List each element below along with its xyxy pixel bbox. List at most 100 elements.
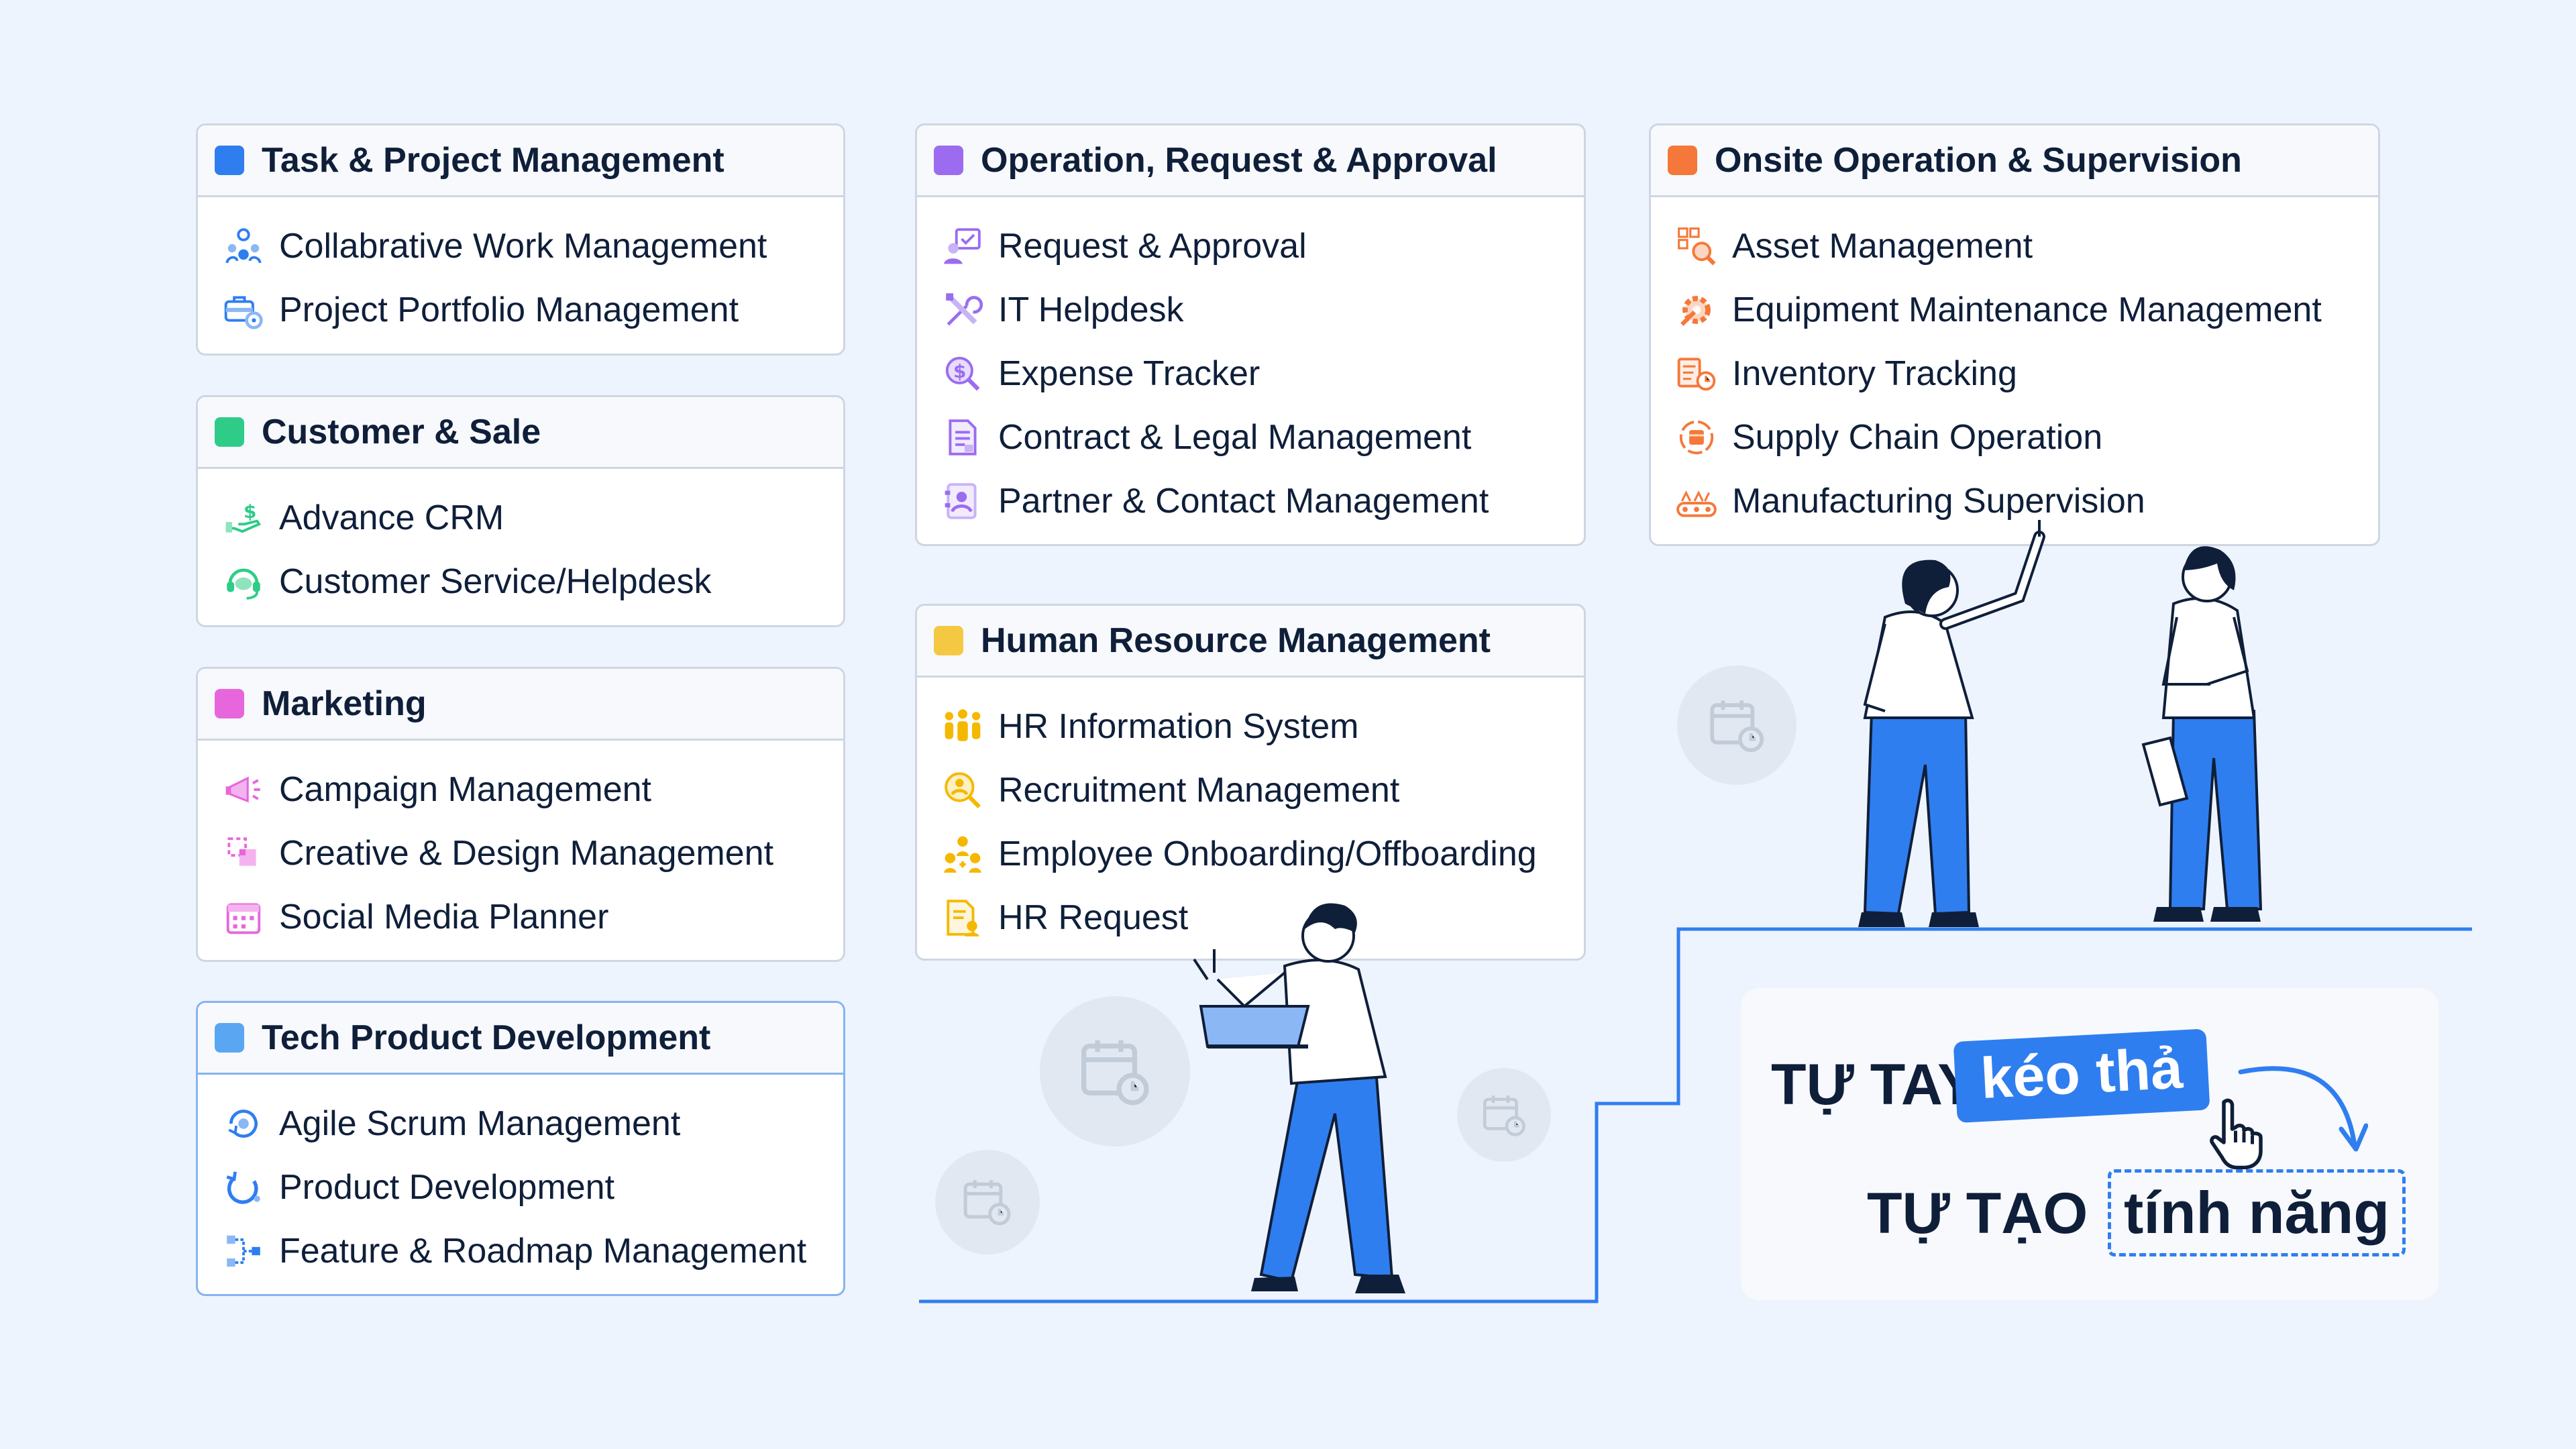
- briefcase-gear-icon: [223, 289, 264, 331]
- calendar-clock-bubble: [1457, 1068, 1551, 1162]
- menu-item-employee-onboarding[interactable]: Employee Onboarding/Offboarding: [917, 822, 1584, 885]
- menu-item-manufacturing-supervision[interactable]: Manufacturing Supervision: [1651, 469, 2378, 533]
- menu-item-campaign-management[interactable]: Campaign Management: [198, 757, 843, 821]
- card-header: Onsite Operation & Supervision: [1651, 125, 2378, 197]
- woman-pointing-figure: [1858, 520, 2045, 927]
- man-with-laptop-figure: [1193, 903, 1405, 1293]
- card-header: Human Resource Management: [917, 606, 1584, 678]
- menu-item-label: Product Development: [279, 1167, 615, 1207]
- menu-item-partner-contact[interactable]: Partner & Contact Management: [917, 469, 1584, 533]
- card-human-resource-management: Human Resource Management HR Information…: [915, 604, 1586, 961]
- supply-cycle-icon: [1676, 417, 1717, 458]
- document-icon: [942, 417, 983, 458]
- menu-item-it-helpdesk[interactable]: IT Helpdesk: [917, 278, 1584, 341]
- menu-item-agile-scrum[interactable]: Agile Scrum Management: [198, 1091, 843, 1155]
- menu-item-label: Manufacturing Supervision: [1732, 481, 2145, 521]
- card-onsite-operation-supervision: Onsite Operation & Supervision Asset Man…: [1649, 123, 2380, 546]
- menu-item-request-approval[interactable]: Request & Approval: [917, 214, 1584, 278]
- people-group-icon: [942, 706, 983, 747]
- menu-item-customer-service[interactable]: Customer Service/Helpdesk: [198, 549, 843, 613]
- user-search-icon: [942, 769, 983, 811]
- menu-item-label: Project Portfolio Management: [279, 290, 739, 329]
- calendar-clock-icon: [1710, 700, 1764, 752]
- card-header: Operation, Request & Approval: [917, 125, 1584, 197]
- menu-item-expense-tracker[interactable]: $ Expense Tracker: [917, 341, 1584, 405]
- menu-item-advance-crm[interactable]: $ Advance CRM: [198, 486, 843, 549]
- menu-item-label: Contract & Legal Management: [998, 417, 1472, 457]
- menu-item-label: Partner & Contact Management: [998, 481, 1489, 521]
- menu-item-label: HR Request: [998, 898, 1189, 937]
- conveyor-icon: [1676, 480, 1717, 522]
- menu-item-label: IT Helpdesk: [998, 290, 1184, 329]
- menu-item-label: Inventory Tracking: [1732, 354, 2017, 393]
- curved-arrow-icon: [2238, 1066, 2368, 1152]
- category-color-square: [215, 689, 244, 718]
- menu-item-social-media-planner[interactable]: Social Media Planner: [198, 885, 843, 949]
- inventory-icon: [1676, 353, 1717, 394]
- card-title: Tech Product Development: [262, 1018, 711, 1057]
- card-customer-sale: Customer & Sale $ Advance CRM Customer S…: [196, 395, 845, 627]
- menu-item-label: Agile Scrum Management: [279, 1104, 681, 1143]
- menu-item-asset-management[interactable]: Asset Management: [1651, 214, 2378, 278]
- asset-search-icon: [1676, 225, 1717, 267]
- roadmap-nodes-icon: [223, 1230, 264, 1272]
- agile-cycle-icon: [223, 1103, 264, 1144]
- menu-item-equipment-maintenance[interactable]: Equipment Maintenance Management: [1651, 278, 2378, 341]
- card-title: Task & Project Management: [262, 141, 724, 180]
- menu-item-recruitment[interactable]: Recruitment Management: [917, 758, 1584, 822]
- menu-item-label: Expense Tracker: [998, 354, 1260, 393]
- hand-cursor-icon: [2210, 1098, 2263, 1169]
- menu-item-label: Creative & Design Management: [279, 833, 774, 873]
- category-color-square: [934, 146, 963, 175]
- calendar-clock-icon: [964, 1180, 1011, 1226]
- promo-line2-prefix: TỰ TẠO: [1867, 1181, 2088, 1246]
- menu-item-label: Supply Chain Operation: [1732, 417, 2103, 457]
- onboarding-icon: [942, 833, 983, 875]
- feature-dropzone[interactable]: tính năng: [2108, 1169, 2406, 1256]
- card-title: Operation, Request & Approval: [981, 141, 1497, 180]
- menu-item-label: Recruitment Management: [998, 770, 1400, 810]
- menu-item-label: HR Information System: [998, 706, 1359, 746]
- calendar-clock-bubble: [1040, 996, 1190, 1146]
- card-marketing: Marketing Campaign Management Creative &…: [196, 667, 845, 962]
- menu-item-contract-legal[interactable]: Contract & Legal Management: [917, 405, 1584, 469]
- menu-item-label: Advance CRM: [279, 498, 504, 537]
- card-header: Tech Product Development: [198, 1003, 843, 1075]
- refresh-arrow-icon: [223, 1167, 264, 1208]
- card-header: Marketing: [198, 669, 843, 741]
- contact-card-icon: [942, 480, 983, 522]
- drag-drop-tag[interactable]: kéo thả: [1953, 1028, 2210, 1123]
- svg-text:$: $: [244, 500, 256, 523]
- megaphone-icon: [223, 769, 264, 810]
- calendar-clock-icon: [1081, 1040, 1149, 1106]
- hr-document-icon: [942, 897, 983, 938]
- category-color-square: [215, 417, 244, 447]
- menu-item-label: Asset Management: [1732, 226, 2033, 266]
- menu-item-project-portfolio[interactable]: Project Portfolio Management: [198, 278, 843, 341]
- card-title: Onsite Operation & Supervision: [1715, 141, 2242, 180]
- card-header: Customer & Sale: [198, 397, 843, 469]
- dollar-search-icon: $: [942, 353, 983, 394]
- calendar-clock-bubble: [935, 1150, 1040, 1254]
- menu-item-collaborative-work[interactable]: Collabrative Work Management: [198, 214, 843, 278]
- menu-item-hr-information-system[interactable]: HR Information System: [917, 694, 1584, 758]
- menu-item-label: Feature & Roadmap Management: [279, 1231, 807, 1271]
- menu-item-inventory-tracking[interactable]: Inventory Tracking: [1651, 341, 2378, 405]
- calendar-clock-icon: [1483, 1095, 1525, 1136]
- menu-item-product-development[interactable]: Product Development: [198, 1155, 843, 1219]
- menu-item-hr-request[interactable]: HR Request: [917, 885, 1584, 949]
- card-title: Customer & Sale: [262, 413, 541, 451]
- team-gear-icon: [223, 225, 264, 267]
- menu-item-creative-design[interactable]: Creative & Design Management: [198, 821, 843, 885]
- approval-user-icon: [942, 225, 983, 267]
- menu-item-supply-chain[interactable]: Supply Chain Operation: [1651, 405, 2378, 469]
- promo-banner: TỰ TAY kéo thả TỰ TẠO tính năng: [1741, 988, 2438, 1300]
- design-shapes-icon: [223, 833, 264, 874]
- menu-item-feature-roadmap[interactable]: Feature & Roadmap Management: [198, 1219, 843, 1283]
- tools-icon: [942, 289, 983, 331]
- hand-dollar-icon: $: [223, 497, 264, 539]
- headset-icon: [223, 561, 264, 602]
- promo-line1-prefix: TỰ TAY: [1771, 1053, 1976, 1117]
- calendar-grid-icon: [223, 896, 264, 938]
- calendar-clock-bubble: [1677, 665, 1796, 785]
